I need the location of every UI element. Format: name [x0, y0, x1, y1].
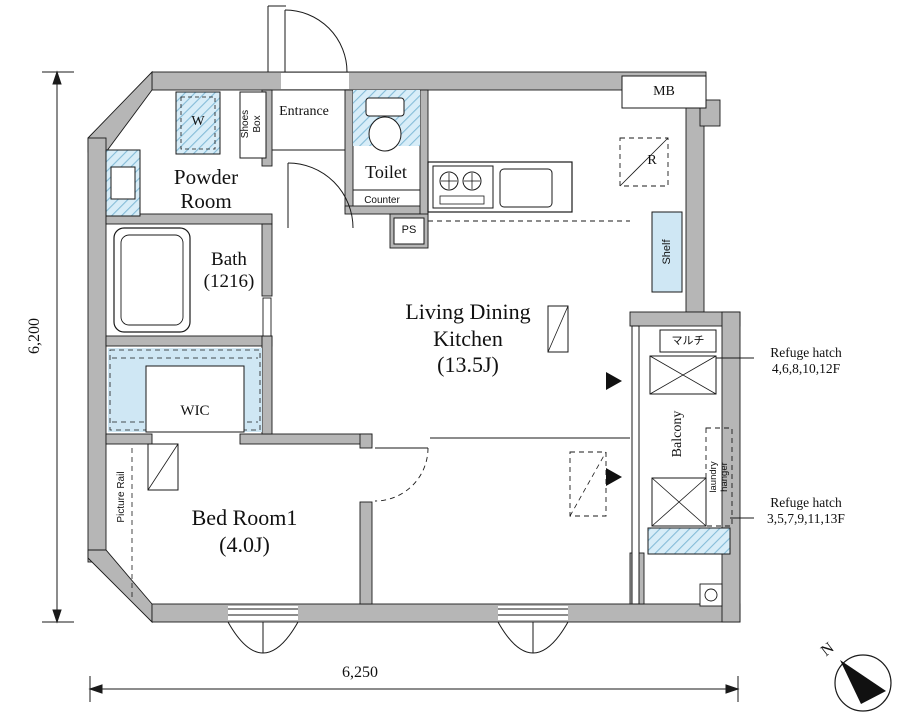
- shoes-box-cabinet: [239, 91, 267, 159]
- label-bedroom: Bed Room1 (4.0J): [191, 505, 298, 557]
- wall-wic-bed-a: [105, 433, 153, 445]
- compass-needle: [840, 660, 886, 704]
- refrigerator-space: [619, 137, 669, 187]
- label-toilet: Toilet: [365, 161, 407, 182]
- label-ldk: Living Dining Kitchen (13.5J): [405, 298, 531, 378]
- window-opening-1: [228, 606, 298, 620]
- bath-sliding-door: [262, 297, 272, 337]
- outdoor-unit-box: [651, 477, 707, 527]
- balcony-equipment: [647, 329, 733, 607]
- label-refuge-hatch-lower: Refuge hatch 3,5,7,9,11,13F: [767, 495, 845, 526]
- wall-wic-right: [261, 335, 273, 435]
- shelf-box: [651, 211, 683, 293]
- label-shelf: Shelf: [660, 239, 673, 265]
- label-dim-width: 6,250: [342, 663, 378, 681]
- sink-icon: [499, 168, 553, 208]
- window-marker-1: [606, 372, 622, 390]
- compass: [834, 654, 892, 712]
- wall-toilet-left: [344, 89, 354, 211]
- label-refuge-hatch-upper: Refuge hatch 4,6,8,10,12F: [770, 345, 842, 376]
- label-laundry-hanger: laundry hanger: [707, 461, 730, 493]
- label-counter: Counter: [364, 194, 400, 206]
- laundry-hanger-box: [705, 427, 733, 527]
- ps-box: [393, 217, 425, 245]
- toilet-fixture: [353, 90, 420, 191]
- entrance-step: [267, 5, 345, 151]
- callout-leaders: [716, 357, 754, 519]
- label-entrance: Entrance: [279, 103, 329, 119]
- multi-outlet-box: [659, 329, 717, 353]
- label-dim-height: 6,200: [25, 318, 43, 354]
- label-powder-room: Powder Room: [173, 164, 239, 213]
- wall-powder-bath: [105, 213, 273, 225]
- label-bath: Bath (1216): [203, 249, 255, 292]
- washing-machine: [175, 91, 221, 155]
- hallway-door: [287, 162, 354, 229]
- wall-corridor-bath: [261, 223, 273, 297]
- label-wic: WIC: [180, 403, 210, 420]
- label-picture-rail: Picture Rail: [116, 471, 128, 523]
- wall-wic-bed-b: [239, 433, 373, 445]
- meter-box: [621, 75, 707, 109]
- label-washer: W: [191, 113, 205, 129]
- ac-unit-space: [569, 451, 607, 517]
- bedroom-door: [374, 447, 429, 502]
- wall-left: [87, 137, 107, 563]
- wic-area: [108, 348, 262, 433]
- kitchen-counter: [427, 161, 630, 222]
- wic-door-leaf: [147, 443, 179, 491]
- walls: [87, 70, 741, 624]
- stove-icon: [432, 165, 494, 209]
- label-shoes-box: Shoes Box: [240, 109, 263, 139]
- ldk-partition: [547, 305, 569, 353]
- wall-bed-right-a: [359, 433, 373, 449]
- window-opening-2: [498, 606, 568, 620]
- label-multi-outlet: マルチ: [671, 334, 705, 347]
- balcony-glass-wall: [631, 325, 640, 605]
- wall-toilet-bottom: [344, 205, 429, 215]
- wall-chamfer-bottom-left: [87, 549, 153, 624]
- vanity-sink: [105, 149, 141, 217]
- label-meter-box: MB: [653, 83, 675, 99]
- dimension-lines: [42, 70, 740, 702]
- label-refrigerator: R: [647, 152, 657, 168]
- bathtub: [113, 227, 191, 333]
- label-ps: PS: [401, 223, 417, 236]
- refuge-hatch-upper-box: [649, 355, 717, 395]
- wall-bath-wic: [105, 335, 273, 347]
- window-markers: [606, 372, 622, 486]
- entrance-door: [281, 9, 349, 89]
- refuge-hatch-lower-strip: [647, 527, 731, 555]
- wall-bed-right-b: [359, 501, 373, 605]
- bottom-windows: [227, 606, 569, 654]
- window-marker-2: [606, 468, 622, 486]
- label-balcony: Balcony: [669, 410, 685, 458]
- drain-box: [699, 583, 723, 607]
- drain-icon: [704, 588, 718, 602]
